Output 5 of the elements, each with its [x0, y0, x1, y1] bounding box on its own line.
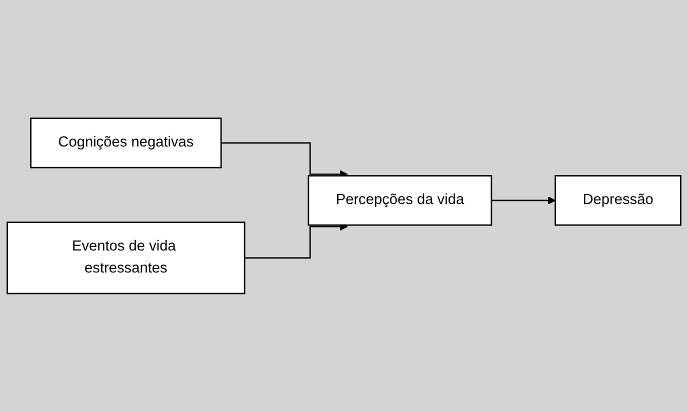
node-box: Percepções da vida — [308, 175, 492, 226]
arrow — [491, 196, 556, 205]
node-box: Eventos de vida estressantes — [6, 222, 246, 294]
node-box: Depressão — [554, 175, 682, 226]
node-box: Cognições negativas — [30, 118, 222, 168]
